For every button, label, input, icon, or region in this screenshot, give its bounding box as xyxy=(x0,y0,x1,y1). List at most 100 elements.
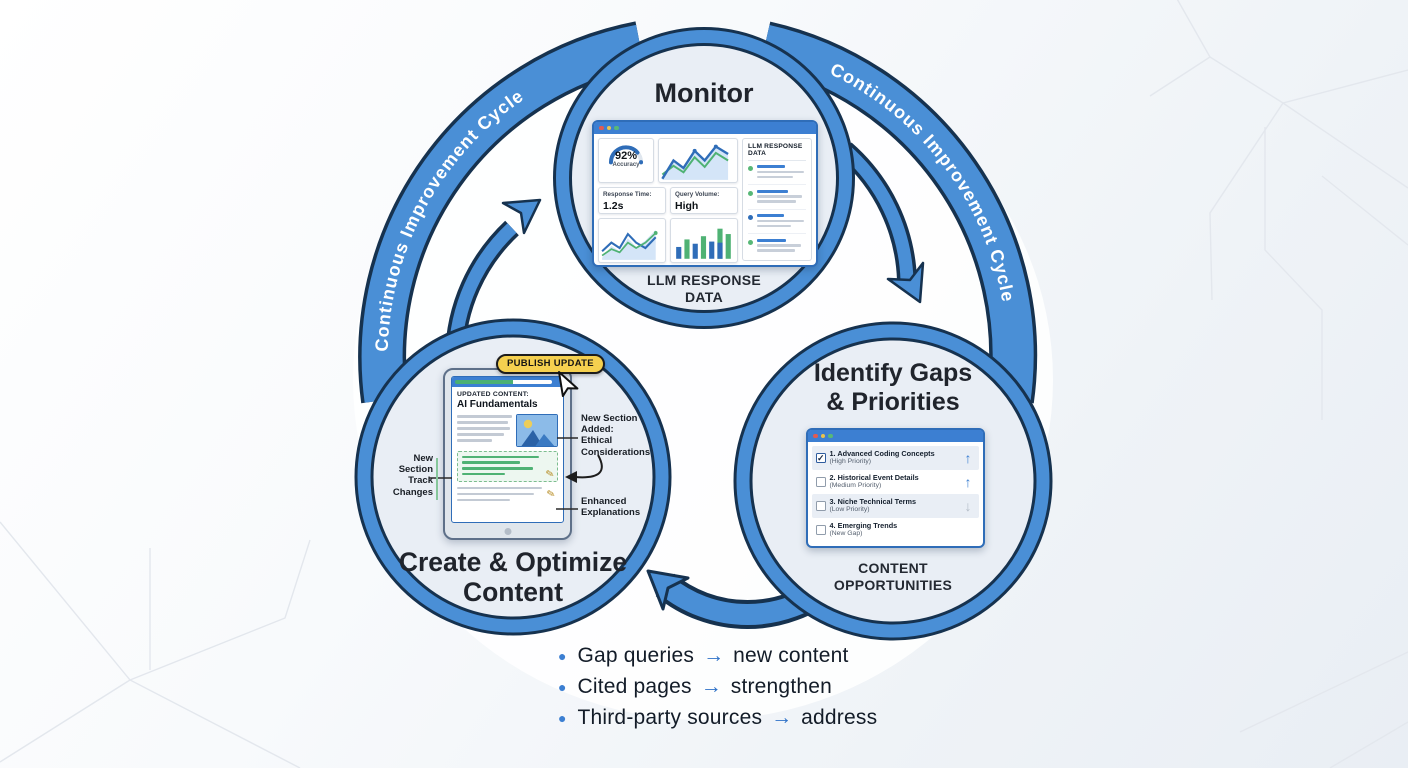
image-icon xyxy=(517,415,557,446)
new-section-added-label: New Section Added: Ethical Consideration… xyxy=(581,413,651,458)
checklist-item-title: 1. Advanced Coding Concepts xyxy=(829,449,935,459)
gauge-icon xyxy=(608,145,644,165)
monitor-title: Monitor xyxy=(654,78,754,108)
publish-update-button[interactable]: PUBLISH UPDATE xyxy=(496,354,605,374)
query-volume-card: Query Volume: High xyxy=(670,187,738,214)
check-icon: ✓ xyxy=(816,452,825,463)
close-dot-icon[interactable] xyxy=(813,433,818,439)
accuracy-label: Accuracy xyxy=(612,162,640,168)
secondary-line-chart-card xyxy=(598,218,666,263)
checklist-item-priority: (Low Priority) xyxy=(829,506,870,514)
content-editor-tablet: UPDATED CONTENT: AI Fundamentals xyxy=(443,368,572,540)
dashboard-metric-grid: 92% Accuracy Response Time: xyxy=(598,138,738,263)
maximize-dot-icon[interactable] xyxy=(828,433,833,439)
article-image-placeholder xyxy=(516,414,558,447)
panel-header: LLM RESPONSE DATA xyxy=(748,143,806,161)
edit-pencil-icon: ✎ xyxy=(544,467,555,481)
bar-chart-card xyxy=(670,218,738,263)
checkbox-unchecked[interactable] xyxy=(816,501,826,511)
status-dot-icon xyxy=(748,190,753,196)
checkbox-unchecked[interactable] xyxy=(816,477,826,487)
llm-response-data-panel: LLM RESPONSE DATA xyxy=(742,138,812,261)
content-opportunities-window: ✓ 1. Advanced Coding Concepts (High Prio… xyxy=(806,428,985,548)
legend-item: ● Cited pages → strengthen xyxy=(558,675,877,698)
enhanced-explanations-label: Enhanced Explanations xyxy=(581,496,641,519)
progress-remaining xyxy=(512,379,552,385)
right-arrow-icon: → xyxy=(703,643,725,667)
maximize-dot-icon[interactable] xyxy=(614,125,619,131)
legend-term: Cited pages xyxy=(577,674,692,698)
checklist-item-priority: (New Gap) xyxy=(829,530,863,538)
monitor-caption: LLM RESPONSE DATA xyxy=(646,272,762,305)
new-section-highlight: ✎ xyxy=(457,451,558,482)
response-time-card: Response Time: 1.2s xyxy=(598,187,666,214)
trend-line-chart-card xyxy=(658,138,738,183)
text-lines-placeholder xyxy=(457,414,512,447)
monitor-dashboard-window: 92% Accuracy Response Time: xyxy=(592,120,818,267)
new-section-track-changes-label: New Section Track Changes xyxy=(392,453,433,498)
legend-result: strengthen xyxy=(730,674,832,698)
checklist-item-title: 3. Niche Technical Terms xyxy=(829,497,917,507)
outer-cycle-bands xyxy=(358,21,1038,629)
bullet-icon: ● xyxy=(558,647,567,664)
response-list-item xyxy=(748,185,806,210)
accuracy-gauge-card: 92% Accuracy xyxy=(598,138,654,183)
checkbox-checked[interactable]: ✓ xyxy=(816,453,826,463)
checklist-item[interactable]: ✓ 1. Advanced Coding Concepts (High Prio… xyxy=(812,446,979,470)
cycle-legend: ● Gap queries → new content ● Cited page… xyxy=(558,644,877,737)
edit-pencil-icon: ✎ xyxy=(545,488,556,501)
up-right-arrowhead-icon xyxy=(501,198,542,235)
response-list-item xyxy=(748,234,806,258)
left-arc-band xyxy=(361,24,644,403)
down-right-arrowhead-icon xyxy=(886,261,925,304)
window-titlebar xyxy=(594,122,816,134)
legend-result: new content xyxy=(733,643,849,667)
progress-fill xyxy=(455,379,513,385)
down-arrow-icon: ↓ xyxy=(964,498,972,514)
right-arc-band xyxy=(760,25,1034,403)
checklist-item-title: 4. Emerging Trends xyxy=(829,521,898,531)
status-dot-icon xyxy=(748,215,753,221)
status-dot-icon xyxy=(748,166,753,171)
updated-content-label: UPDATED CONTENT: xyxy=(457,391,529,398)
line-chart-icon xyxy=(661,144,729,180)
line-chart-icon xyxy=(601,229,658,260)
tablet-screen: UPDATED CONTENT: AI Fundamentals xyxy=(451,376,564,523)
checklist-item[interactable]: 3. Niche Technical Terms (Low Priority) … xyxy=(812,494,979,518)
checklist-item[interactable]: 2. Historical Event Details (Medium Prio… xyxy=(812,470,979,494)
checklist-item-title: 2. Historical Event Details xyxy=(829,473,919,483)
bar-chart-icon xyxy=(676,228,731,259)
checklist-item-priority: (High Priority) xyxy=(829,458,872,466)
status-dot-icon xyxy=(748,239,753,245)
tablet-home-button[interactable] xyxy=(504,528,511,535)
response-list-item xyxy=(748,210,806,235)
legend-term: Gap queries xyxy=(577,643,695,667)
accuracy-value: 92% xyxy=(614,150,638,162)
up-arrow-icon: ↑ xyxy=(964,450,972,466)
legend-item: ● Gap queries → new content xyxy=(558,644,877,667)
checkbox-unchecked[interactable] xyxy=(816,525,826,535)
right-arrow-icon: → xyxy=(771,705,793,729)
window-titlebar xyxy=(808,430,983,442)
bullet-icon: ● xyxy=(558,709,567,726)
checklist-item-priority: (Medium Priority) xyxy=(829,482,882,490)
bottom-left-arrowhead-icon xyxy=(646,569,690,611)
identify-gaps-title: Identify Gaps & Priorities xyxy=(813,359,973,416)
legend-result: address xyxy=(801,705,878,729)
right-arrow-icon: → xyxy=(700,674,722,698)
up-arrow-icon: ↑ xyxy=(964,474,972,490)
legend-term: Third-party sources xyxy=(577,705,763,729)
minimize-dot-icon[interactable] xyxy=(606,125,611,131)
document-title: AI Fundamentals xyxy=(457,399,538,410)
publish-progress-bar xyxy=(452,377,563,387)
minimize-dot-icon[interactable] xyxy=(820,433,825,439)
identify-gaps-caption: CONTENT OPPORTUNITIES xyxy=(833,560,953,593)
bullet-icon: ● xyxy=(558,678,567,695)
legend-item: ● Third-party sources → address xyxy=(558,706,877,729)
close-dot-icon[interactable] xyxy=(599,125,604,131)
checklist-item[interactable]: 4. Emerging Trends (New Gap) xyxy=(812,518,979,542)
enhanced-text-block: ✎ xyxy=(457,486,558,502)
create-optimize-title: Create & Optimize Content xyxy=(398,547,628,607)
